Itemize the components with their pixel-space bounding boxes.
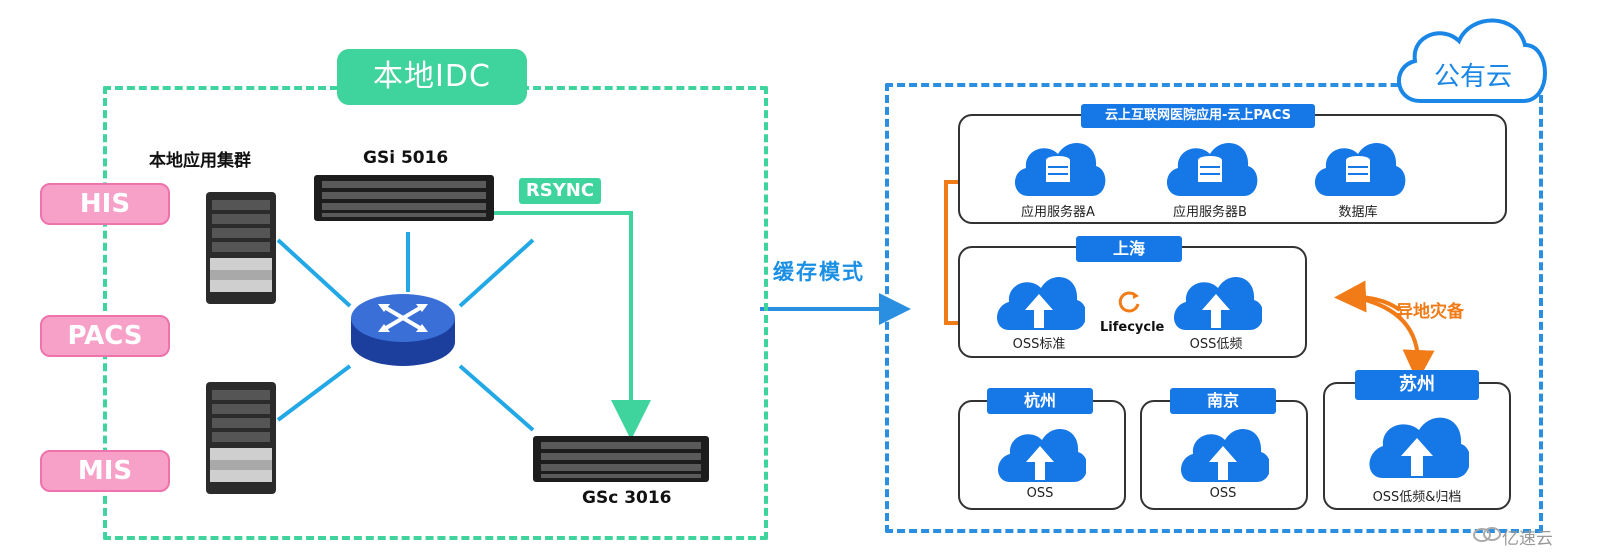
app-his: HIS xyxy=(40,183,170,225)
rsync-arrow xyxy=(493,211,651,440)
storage-rack-icon xyxy=(314,175,494,221)
refresh-icon xyxy=(1118,291,1140,313)
dr-label: 异地灾备 xyxy=(1396,302,1464,322)
router-icon xyxy=(351,294,455,366)
lifecycle-label: Lifecycle xyxy=(1100,320,1165,335)
app-server-b-caption: 应用服务器B xyxy=(1173,205,1247,220)
link-upper-right xyxy=(458,238,535,308)
watermark-logo-icon xyxy=(1473,527,1501,542)
app-pacs: PACS xyxy=(40,315,170,357)
app-server-a-caption: 应用服务器A xyxy=(1021,205,1095,220)
cache-mode-label: 缓存模式 xyxy=(773,260,865,284)
database-cloud-icon xyxy=(1166,142,1258,196)
link-gsc xyxy=(458,364,535,432)
region-title-hangzhou: 杭州 xyxy=(987,388,1093,414)
database-cloud-icon xyxy=(1314,142,1406,196)
router-links xyxy=(276,232,535,432)
cloud-title-icon xyxy=(1397,18,1547,103)
gsi-label: GSi 5016 xyxy=(363,148,449,168)
server-tower-icon xyxy=(206,192,276,304)
app-mis: MIS xyxy=(40,450,170,492)
rsync-label: RSYNC xyxy=(519,178,601,204)
region-caption-hangzhou: OSS xyxy=(1026,486,1054,501)
oss-standard-caption: OSS标准 xyxy=(1012,337,1066,352)
shanghai-title: 上海 xyxy=(1076,236,1182,262)
link-server-bottom xyxy=(276,364,352,422)
public-cloud-frame xyxy=(885,83,1543,533)
upload-cloud-icon xyxy=(997,277,1085,330)
cluster-label: 本地应用集群 xyxy=(149,151,251,171)
storage-rack-icon xyxy=(533,436,709,482)
upload-cloud-icon xyxy=(1174,277,1262,330)
oss-lowfreq-caption: OSS低频 xyxy=(1189,337,1243,352)
database-cloud-icon xyxy=(1014,142,1106,196)
link-server-top xyxy=(276,238,352,308)
region-title-nanjing: 南京 xyxy=(1170,388,1276,414)
server-tower-icon xyxy=(206,382,276,494)
local-idc-title: 本地IDC xyxy=(337,49,527,105)
gsc-label: GSc 3016 xyxy=(582,488,672,508)
public-cloud-title: 公有云 xyxy=(1433,62,1512,92)
watermark-text: 亿速云 xyxy=(1502,529,1553,549)
upload-cloud-icon xyxy=(998,429,1086,482)
database-caption: 数据库 xyxy=(1338,205,1378,220)
dr-arrow-back xyxy=(1334,280,1402,313)
upload-cloud-icon xyxy=(1181,429,1269,482)
region-title-suzhou: 苏州 xyxy=(1355,370,1479,400)
region-caption-nanjing: OSS xyxy=(1209,486,1237,501)
region-caption-suzhou: OSS低频&归档 xyxy=(1372,490,1462,505)
app-panel-title: 云上互联网医院应用-云上PACS xyxy=(1081,104,1315,128)
upload-cloud-icon xyxy=(1369,417,1469,478)
